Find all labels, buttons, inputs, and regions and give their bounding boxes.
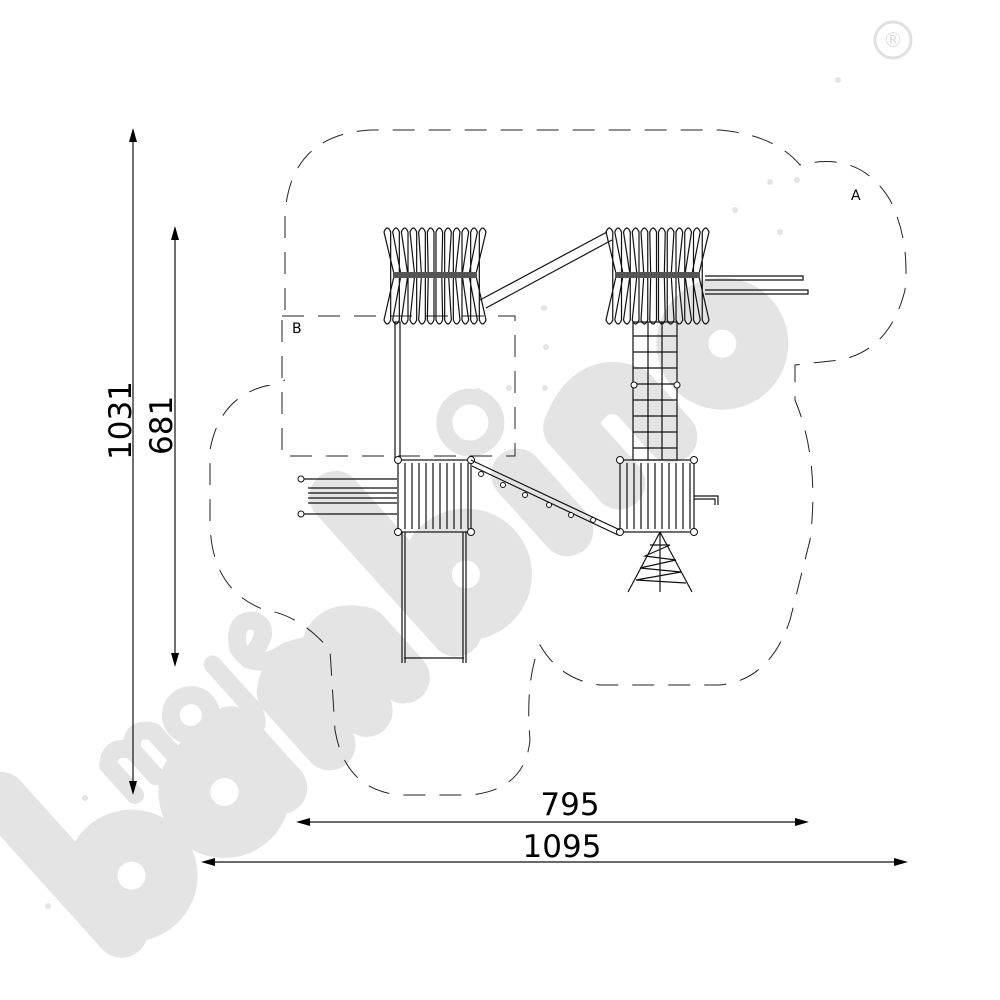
roof-left — [383, 227, 487, 325]
roof-plank — [631, 227, 640, 325]
registered-mark-icon — [873, 20, 913, 60]
roof-plank — [400, 227, 409, 325]
roof-plank — [468, 227, 478, 325]
roof-plank — [684, 227, 693, 325]
platform-left — [394, 456, 475, 536]
roof-right — [605, 227, 710, 325]
dimension-structure-width: 795 — [540, 787, 599, 823]
roof-plank — [435, 227, 444, 325]
rope-pyramid — [627, 531, 693, 593]
dimension-total-depth: 1031 — [103, 381, 139, 460]
pole — [394, 321, 401, 461]
watermark: ® — [0, 20, 913, 958]
roof-plank — [418, 227, 426, 325]
roof-plank — [409, 227, 418, 325]
roof-plank — [614, 227, 624, 325]
dimension-structure-depth: 681 — [144, 396, 180, 455]
roof-plank — [461, 227, 470, 325]
roof-plank — [666, 227, 675, 325]
roof-plank — [605, 227, 617, 325]
watermark-dots — [39, 77, 841, 909]
playground-structure — [297, 227, 809, 663]
platform-right — [616, 456, 719, 536]
zone-label-a: A — [851, 188, 861, 204]
slide — [401, 532, 467, 663]
roof-plank — [675, 227, 684, 325]
roof-plank — [649, 227, 658, 325]
side-rungs — [297, 475, 397, 518]
crossbar — [479, 231, 613, 309]
dimension-total-width: 1095 — [523, 829, 602, 865]
zone-label-b: B — [292, 321, 302, 337]
climbing-ramp — [470, 459, 621, 536]
registered-mark: ® — [883, 28, 903, 52]
roof-plank — [657, 227, 666, 325]
safety-zone-a — [209, 129, 907, 796]
safety-zone-b — [281, 315, 516, 457]
roof-plank — [426, 227, 435, 325]
roof-plank — [622, 227, 631, 325]
roof-plank — [640, 227, 649, 325]
watermark-bambino-logo — [0, 277, 789, 958]
roof-plank — [475, 227, 487, 325]
roof-plank — [444, 227, 452, 325]
dimension-lines — [129, 128, 908, 866]
roof-ridge — [393, 272, 477, 278]
roof-plank — [698, 227, 710, 325]
monkey-bars — [705, 275, 809, 295]
roof-plank — [691, 227, 701, 325]
roof-plank — [392, 227, 402, 325]
watermark-moje-logo — [99, 611, 297, 804]
roof-plank — [452, 227, 461, 325]
roof-ridge — [615, 272, 700, 278]
roof-plank — [383, 227, 395, 325]
